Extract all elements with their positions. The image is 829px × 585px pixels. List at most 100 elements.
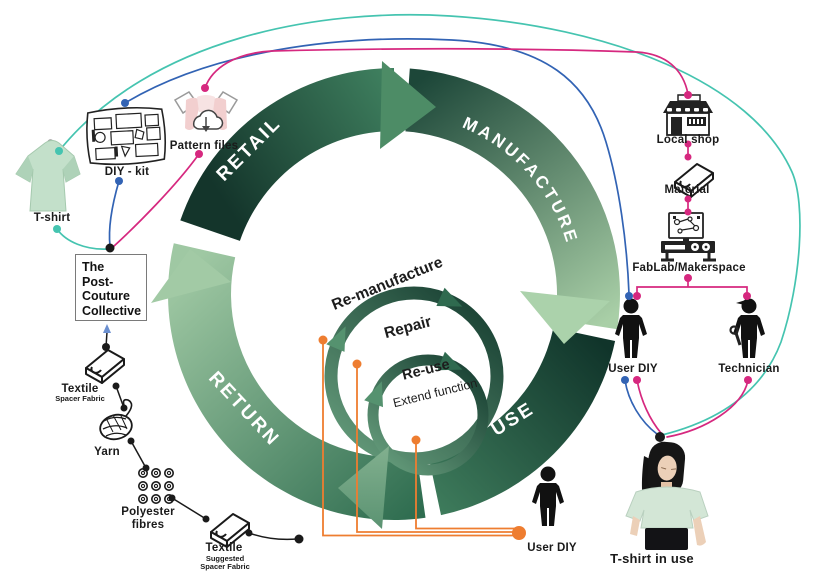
fablab-label: FabLab/Makerspace bbox=[632, 262, 746, 274]
user-diy-right-label: User DIY bbox=[608, 363, 658, 375]
loop-label-repair: Repair bbox=[382, 313, 433, 342]
chain-textile2-return bbox=[248, 532, 298, 541]
orange-line-reuse bbox=[415, 441, 515, 530]
black-dot-textile2-out bbox=[245, 529, 253, 537]
polyester-fibres-icon bbox=[138, 467, 174, 505]
post-couture-collective-box: The Post- Couture Collective bbox=[75, 254, 147, 321]
user-diy-right-figure bbox=[615, 298, 647, 358]
material-label: Material bbox=[664, 184, 710, 196]
blue-line-diykit-to-userdiy bbox=[124, 38, 630, 295]
technician-figure bbox=[729, 298, 765, 358]
tshirt-in-use-person bbox=[625, 441, 709, 550]
pink-dot-technician-bottom bbox=[744, 376, 752, 384]
orange-pointer-dots bbox=[318, 335, 526, 540]
pink-dot-material-top bbox=[684, 153, 692, 161]
collective-line-4: Collective bbox=[82, 303, 142, 318]
technician-label: Technician bbox=[718, 363, 780, 375]
inner-loops bbox=[324, 286, 504, 476]
fablab-machine-icon bbox=[661, 212, 716, 262]
loop-remanufacture bbox=[324, 286, 504, 466]
loop-labels: Re-manufacture Repair Re-use Extend func… bbox=[329, 254, 478, 411]
loop-reuse bbox=[367, 354, 489, 476]
black-dot-polyester-in bbox=[142, 464, 150, 472]
collective-line-2: Post- bbox=[82, 274, 114, 289]
arrowhead-use-end bbox=[338, 446, 389, 529]
yarn-label: Yarn bbox=[94, 446, 120, 458]
blue-dot-diykit-bottom bbox=[115, 177, 123, 185]
blue-dot-userdiy-bottom bbox=[621, 376, 629, 384]
black-dot-yarn-out bbox=[127, 437, 135, 445]
orange-dot-reuse bbox=[411, 435, 421, 445]
orange-dot-user-diy bbox=[512, 526, 526, 540]
teal-dot-tshirt-top bbox=[55, 147, 63, 155]
polyester-label-line1: Polyester bbox=[121, 506, 175, 518]
loop-remanufacture-arrowhead-top bbox=[436, 287, 463, 307]
diy-kit-icon bbox=[86, 106, 167, 166]
pink-line-technician-to-person bbox=[666, 379, 749, 438]
blue-line-userdiy-to-person bbox=[624, 379, 658, 435]
orange-line-remanufacture bbox=[322, 341, 516, 537]
tshirt-icon bbox=[15, 139, 81, 212]
segment-manufacture bbox=[405, 68, 620, 330]
textile-spacer-sublabel: Spacer Fabric bbox=[55, 394, 105, 403]
collective-line-1: The bbox=[82, 260, 105, 274]
black-dot-return-entry bbox=[294, 534, 304, 544]
teal-line-tshirt-to-tshirt-in-use bbox=[58, 13, 801, 436]
chain-yarn-polyester bbox=[130, 440, 147, 469]
teal-line-tshirt-to-collective bbox=[56, 228, 108, 250]
tshirt-label: T-shirt bbox=[33, 212, 71, 224]
outer-cycle-ring bbox=[168, 67, 620, 521]
segment-return bbox=[168, 243, 426, 521]
blue-line-diykit-to-collective bbox=[108, 180, 120, 247]
pattern-files-icon bbox=[173, 91, 239, 132]
black-dot-textile-out bbox=[112, 382, 120, 390]
connector-dots bbox=[53, 84, 752, 544]
textile-suggested-sublabel1: Suggested bbox=[205, 554, 245, 563]
blue-dot-diykit-top bbox=[121, 99, 129, 107]
pink-dot-material-bottom bbox=[684, 195, 692, 203]
orange-dot-repair bbox=[352, 359, 362, 369]
textile-suggested-sublabel2: Spacer Fabric bbox=[200, 562, 250, 571]
black-dot-person-head bbox=[655, 432, 665, 442]
loop-reuse-arrowhead-top bbox=[437, 351, 463, 371]
segment-retail bbox=[180, 67, 394, 241]
polyester-label-line2: fibres bbox=[131, 519, 165, 531]
pink-dot-localshop-top bbox=[684, 91, 692, 99]
loop-reuse-arrowhead-left bbox=[364, 381, 383, 408]
user-diy-bottom-figure bbox=[532, 466, 564, 526]
user-diy-bottom-label: User DIY bbox=[527, 542, 577, 554]
pink-dot-localshop-bottom bbox=[684, 140, 692, 148]
up-arrow-into-collective bbox=[103, 324, 111, 333]
textile-spacer-fabric-icon bbox=[85, 349, 125, 384]
pink-dot-patternfiles-bottom bbox=[195, 150, 203, 158]
yarn-icon bbox=[99, 398, 133, 441]
chain-textile-yarn bbox=[115, 385, 125, 409]
chain-polyester-textile2 bbox=[171, 497, 207, 520]
textile-spacer-label: Textile bbox=[61, 383, 99, 395]
arrowhead-return-end bbox=[151, 249, 231, 303]
collective-line-3: Couture bbox=[82, 289, 130, 303]
arrowhead-retail-end bbox=[380, 61, 436, 149]
local-shop-icon bbox=[663, 94, 713, 136]
black-dot-yarn-in bbox=[120, 404, 128, 412]
black-dot-collective bbox=[105, 243, 115, 253]
pink-dot-branch-userdiy bbox=[633, 292, 641, 300]
diy-kit-label: DIY - kit bbox=[104, 166, 150, 178]
orange-dot-remanufacture bbox=[318, 335, 328, 345]
teal-dot-tshirt-bottom bbox=[53, 225, 61, 233]
loop-remanufacture-arrowhead-left bbox=[326, 326, 346, 352]
pink-dot-fablab-top bbox=[684, 208, 692, 216]
pink-chain-fablab-split bbox=[636, 277, 748, 297]
orange-line-repair bbox=[356, 365, 516, 533]
black-dot-textile2-in bbox=[202, 515, 210, 523]
tshirt-in-use-label: T-shirt in use bbox=[610, 551, 694, 566]
pink-line-patternfiles-to-collective bbox=[112, 153, 200, 248]
pink-dot-branch-technician bbox=[743, 292, 751, 300]
blue-dot-userdiy-top bbox=[625, 292, 633, 300]
pink-line-userdiy-to-person bbox=[636, 379, 662, 434]
pink-line-patternfiles-to-localshop bbox=[204, 48, 689, 95]
ring-arrowheads bbox=[151, 61, 610, 529]
loop-label-remanufacture: Re-manufacture bbox=[329, 254, 445, 314]
